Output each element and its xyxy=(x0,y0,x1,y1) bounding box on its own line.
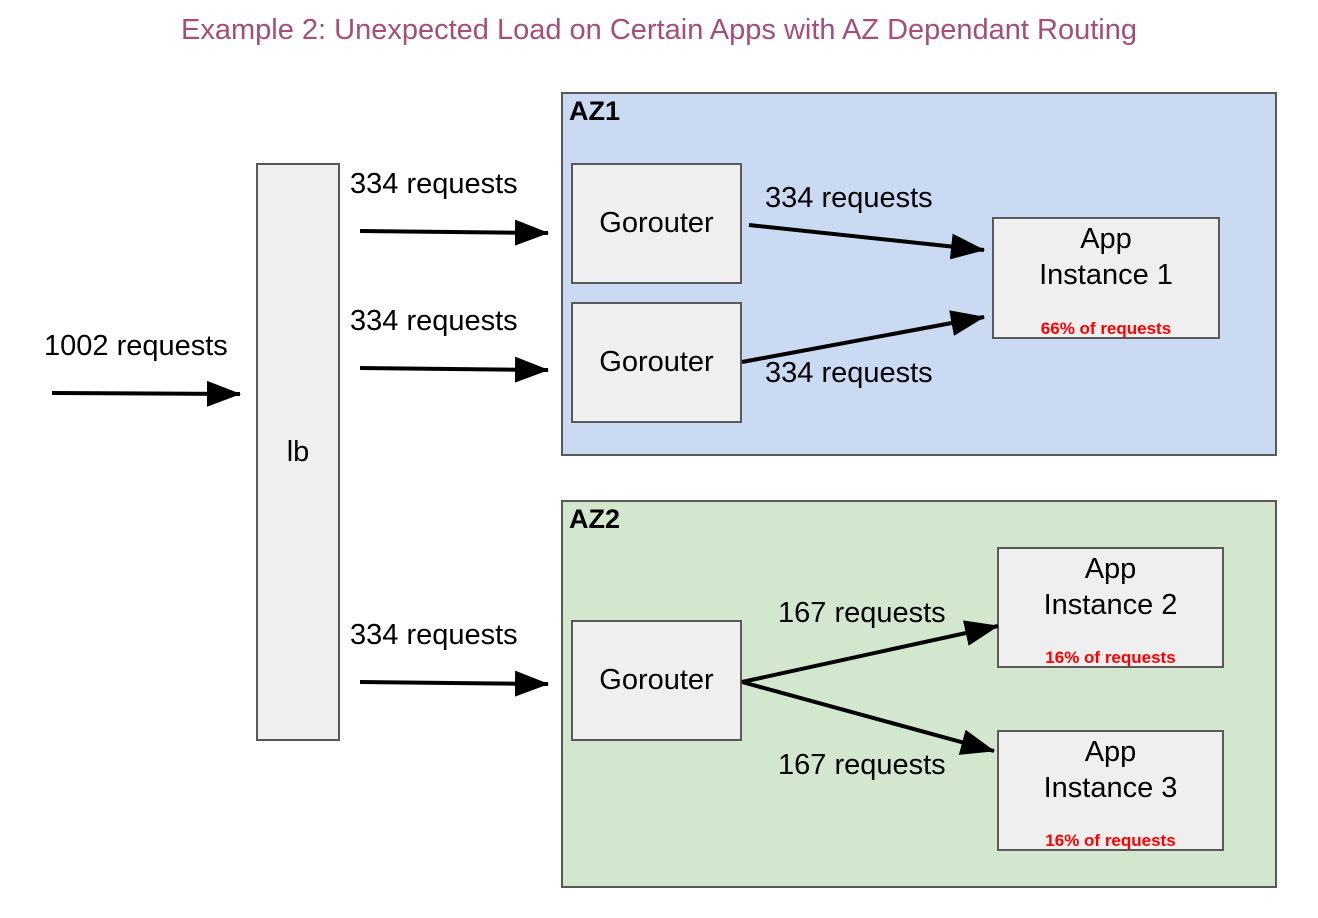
gorouter-3-to-app-3-arrow xyxy=(741,680,995,755)
app-instance-1-line1: App xyxy=(1080,223,1132,255)
lb-edge-label-1: 334 requests xyxy=(350,168,518,200)
app-instance-2-line2: Instance 2 xyxy=(1043,589,1178,621)
az1-gorouter-1: Gorouter xyxy=(571,163,742,284)
app-instance-3-percent: 16% of requests xyxy=(1045,831,1176,850)
load-balancer-label: lb xyxy=(286,435,310,468)
az2-edge-label-2: 167 requests xyxy=(778,749,946,781)
gorouter-label: Gorouter xyxy=(599,664,714,696)
app-instance-1-line2: Instance 1 xyxy=(1039,259,1173,291)
gorouter-label: Gorouter xyxy=(599,207,714,239)
app-instance-3: App Instance 3 16% of requests xyxy=(997,730,1224,851)
gorouter-3-to-app-2-arrow xyxy=(741,620,999,684)
inbound-label: 1002 requests xyxy=(44,330,228,362)
gorouter-label: Gorouter xyxy=(599,346,714,378)
lb-edge-label-3: 334 requests xyxy=(350,619,518,651)
inbound-arrow xyxy=(51,380,241,407)
gorouter-2-to-app-1-arrow xyxy=(741,310,985,364)
az2-gorouter: Gorouter xyxy=(571,620,742,741)
lb-to-gorouter-1-arrow xyxy=(359,219,549,246)
az2-edge-label-1: 167 requests xyxy=(778,597,946,629)
app-instance-3-line1: App xyxy=(1084,736,1137,768)
app-instance-2-percent: 16% of requests xyxy=(1045,648,1176,667)
az1-gorouter-2: Gorouter xyxy=(571,302,742,423)
lb-to-gorouter-2-arrow xyxy=(359,356,549,383)
diagram-title: Example 2: Unexpected Load on Certain Ap… xyxy=(181,14,1137,46)
app-instance-2: App Instance 2 16% of requests xyxy=(997,547,1224,668)
az1-edge-label-2: 334 requests xyxy=(765,357,933,389)
az1-label: AZ1 xyxy=(569,96,621,126)
app-instance-3-line2: Instance 3 xyxy=(1043,772,1178,804)
az1-edge-label-1: 334 requests xyxy=(765,182,933,214)
load-balancer: lb xyxy=(256,163,340,741)
app-instance-2-line1: App xyxy=(1084,553,1137,585)
lb-to-gorouter-3-arrow xyxy=(359,670,549,697)
gorouter-1-to-app-1-arrow xyxy=(748,223,985,260)
app-instance-1: App Instance 1 66% of requests xyxy=(992,217,1220,339)
lb-edge-label-2: 334 requests xyxy=(350,305,518,337)
az2-label: AZ2 xyxy=(569,504,621,534)
app-instance-1-percent: 66% of requests xyxy=(1040,319,1172,338)
